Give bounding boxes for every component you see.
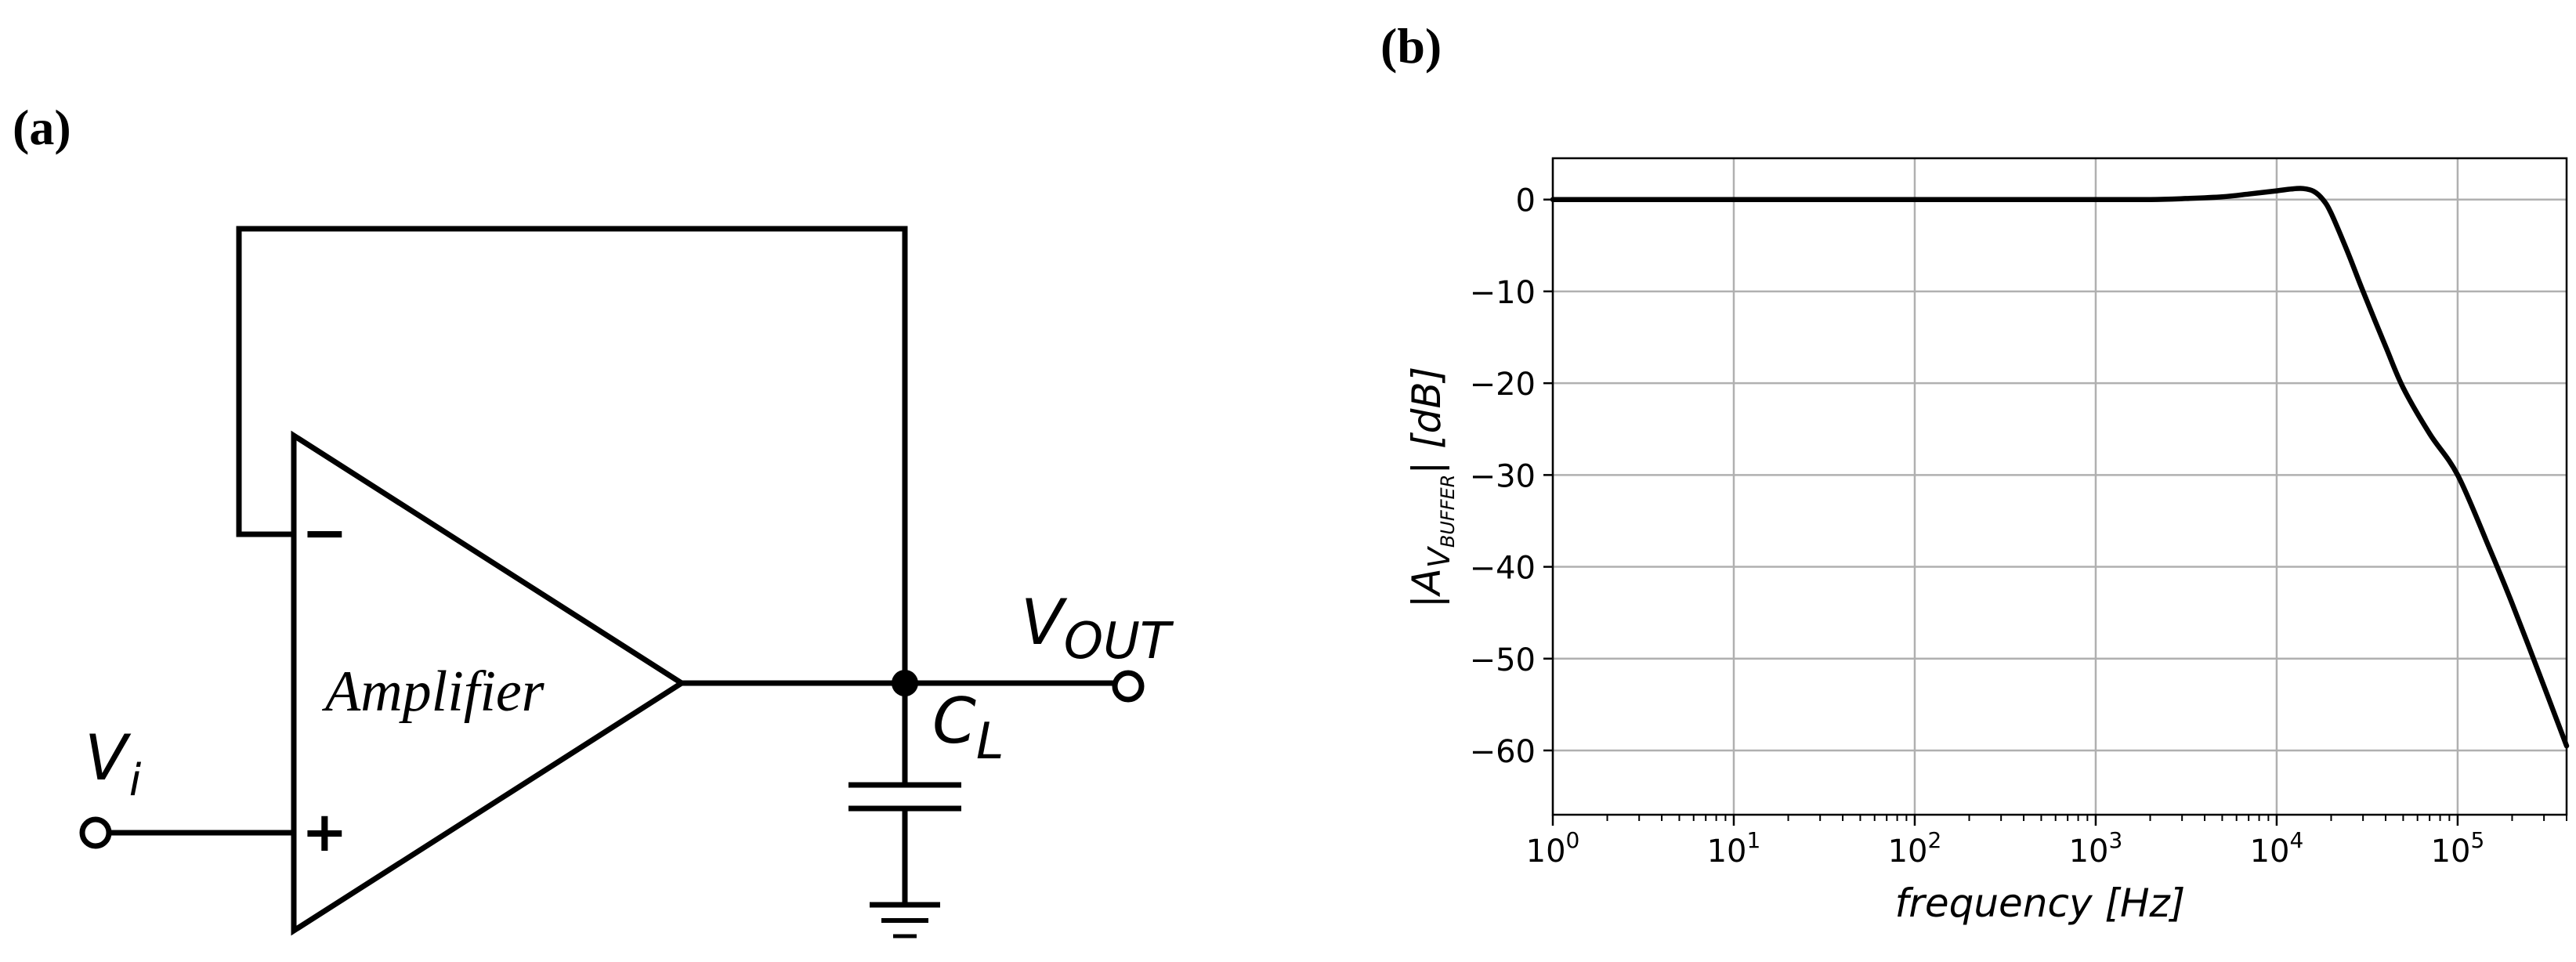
panel-b-label: (b) bbox=[1380, 18, 1442, 74]
y-axis-label: |AVBUFFER| [dB] bbox=[1404, 367, 1459, 608]
y-tick-label: −10 bbox=[1470, 275, 1536, 311]
y-tick-label: −60 bbox=[1470, 734, 1536, 770]
output-terminal bbox=[1112, 670, 1145, 703]
y-tick-label: −50 bbox=[1470, 642, 1536, 678]
plot-area-frame bbox=[1551, 157, 2568, 816]
y-tick-label: −20 bbox=[1470, 367, 1536, 403]
feedback-wire bbox=[236, 226, 908, 683]
x-tick-label: 103 bbox=[2069, 827, 2123, 870]
capacitor-label: CL bbox=[932, 685, 1004, 771]
x-tick-label: 102 bbox=[1888, 827, 1942, 870]
amplifier-label: Amplifier bbox=[321, 660, 545, 724]
series-line-gain bbox=[1550, 186, 2570, 749]
amplifier-triangle bbox=[291, 430, 687, 936]
input-voltage-label: Vi bbox=[85, 722, 142, 806]
panel-a-label: (a) bbox=[13, 99, 71, 155]
y-tick-label: 0 bbox=[1516, 183, 1536, 219]
grid-lines bbox=[1551, 158, 2567, 815]
y-tick-label: −30 bbox=[1470, 458, 1536, 494]
y-axis-ticks: 0 −10 −20 −30 −40 −50 −60 bbox=[1470, 183, 1553, 770]
x-axis-label: frequency [Hz] bbox=[1895, 881, 2186, 926]
x-tick-label: 105 bbox=[2431, 827, 2485, 870]
x-tick-label: 100 bbox=[1526, 827, 1580, 870]
ground-symbol bbox=[870, 902, 940, 938]
y-tick-label: −40 bbox=[1470, 551, 1536, 587]
input-terminal bbox=[79, 816, 112, 849]
x-tick-label: 101 bbox=[1707, 827, 1761, 870]
circuit-diagram: (a) Amplifier − + Vi VOUT CL bbox=[13, 99, 1174, 938]
noninverting-input-sign: + bbox=[302, 800, 348, 864]
output-voltage-label: VOUT bbox=[1021, 586, 1174, 671]
x-axis-ticks: 100 101 102 103 104 105 bbox=[1526, 815, 2567, 870]
x-tick-label: 104 bbox=[2250, 827, 2304, 870]
inverting-input-sign: − bbox=[302, 501, 348, 565]
